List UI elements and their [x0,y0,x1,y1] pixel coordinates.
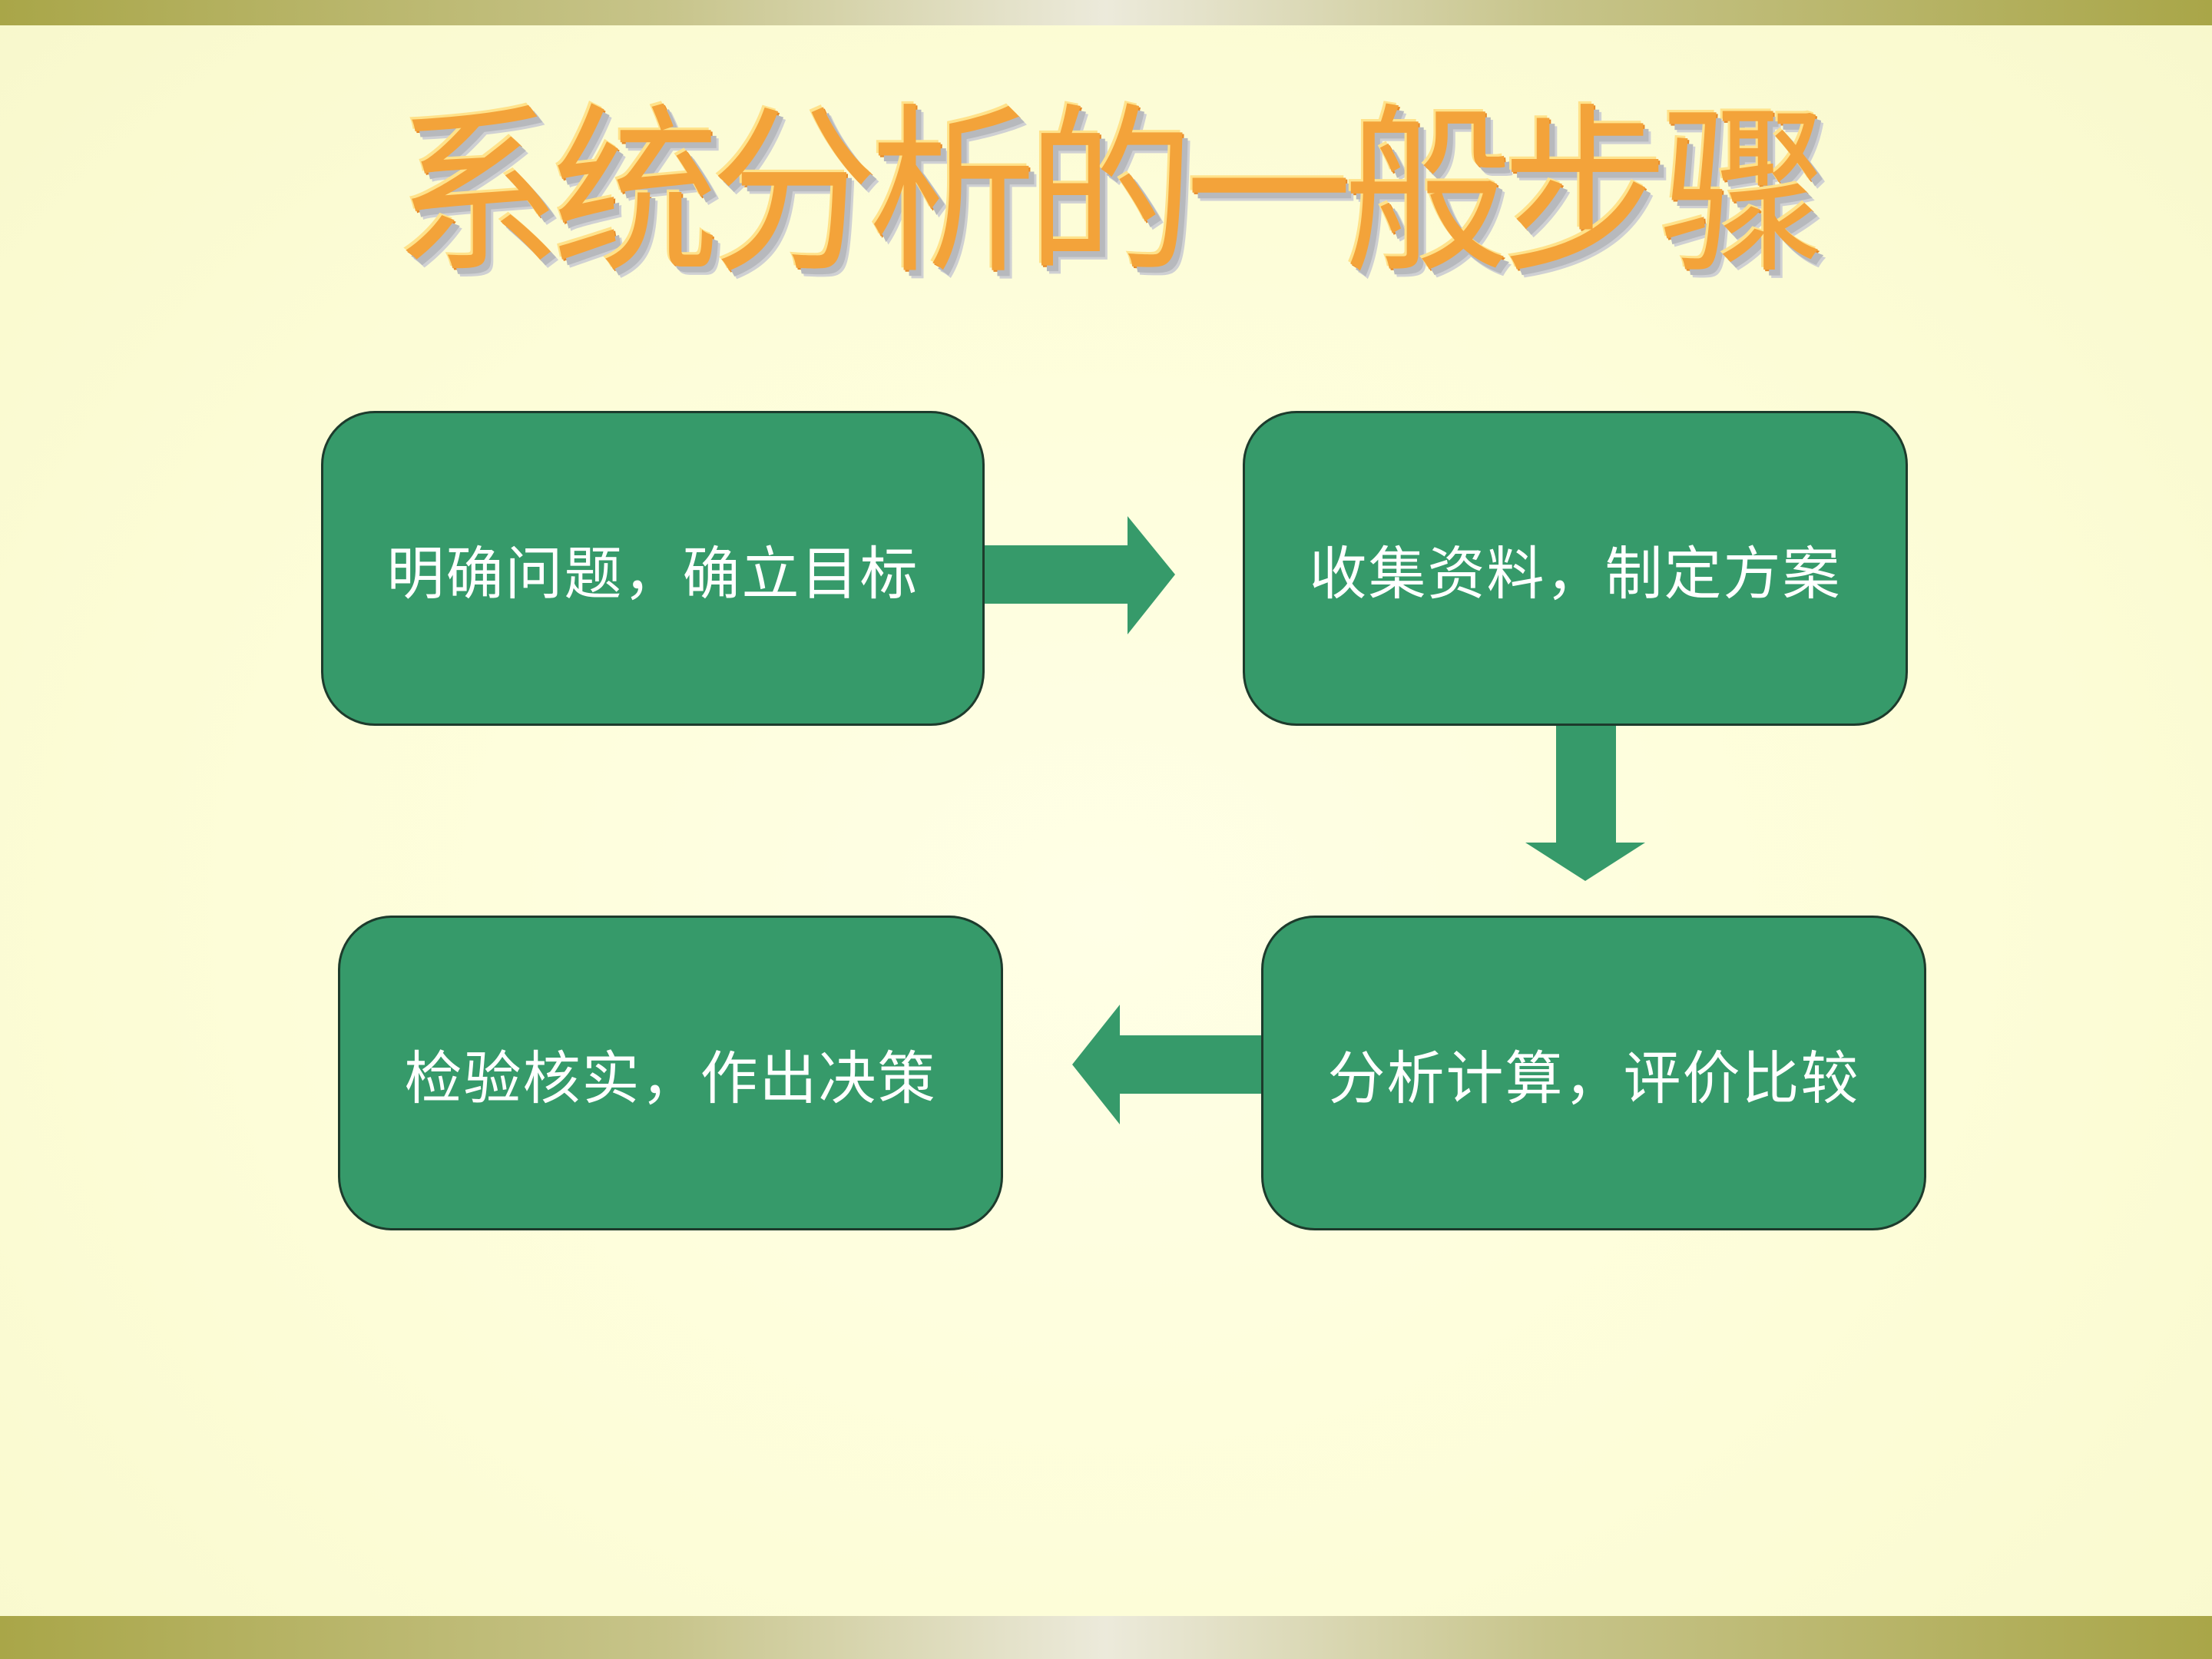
top-decorative-band [0,0,2212,25]
step-box-define-problem: 明确问题，确立目标 [321,411,985,726]
arrow-down-step2-to-step3 [1525,726,1645,881]
step-label: 分析计算，评价比较 [1327,1044,1860,1112]
slide-title: 系统分析的一般步骤 [394,88,1827,300]
step-box-analyze-evaluate: 分析计算，评价比较 [1261,916,1926,1230]
step-label: 明确问题，确立目标 [386,539,919,608]
step-box-verify-decide: 检验核实，作出决策 [338,916,1003,1230]
step-box-collect-data: 收集资料，制定方案 [1243,411,1908,726]
step-label: 检验核实，作出决策 [404,1044,937,1112]
arrow-left-step3-to-step4 [1072,1005,1261,1124]
arrow-right-step1-to-step2 [985,516,1175,634]
step-label: 收集资料，制定方案 [1309,539,1842,608]
bottom-decorative-band [0,1616,2212,1659]
